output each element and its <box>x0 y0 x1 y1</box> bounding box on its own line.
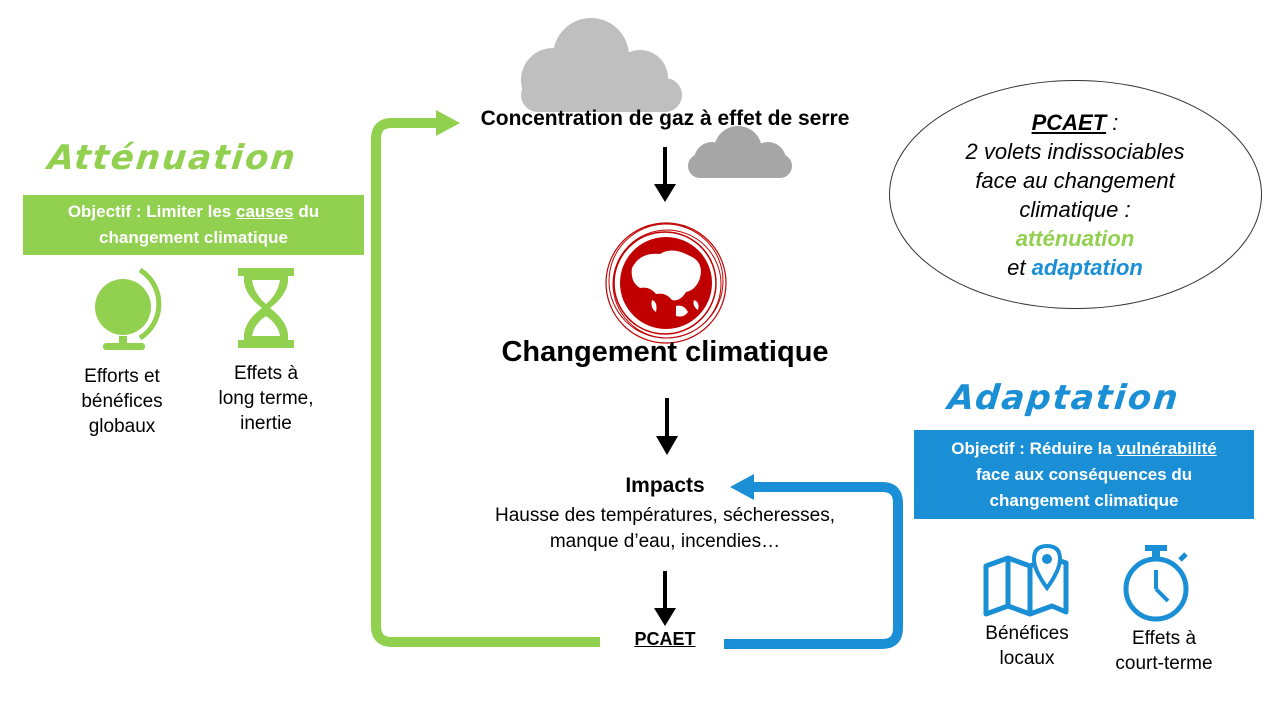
caption-line: Bénéfices <box>985 623 1069 644</box>
caption-line: inertie <box>240 413 292 434</box>
map-caption: Bénéfices locaux <box>957 621 1097 671</box>
objective-prefix: Objectif : Réduire la <box>951 439 1117 458</box>
ellipse-line: 2 volets indissociables <box>965 139 1185 164</box>
concentration-label: Concentration de gaz à effet de serre <box>480 107 850 130</box>
attenuation-arrowhead <box>436 110 460 136</box>
pcaet-ellipse <box>889 80 1262 309</box>
adaptation-objective-line1: Objectif : Réduire la vulnérabilité <box>914 436 1254 462</box>
attenuation-loop-arrow <box>371 118 600 647</box>
adaptation-objective-box: Objectif : Réduire la vulnérabilité face… <box>914 430 1254 519</box>
caption-line: locaux <box>999 648 1055 669</box>
impacts-line: Hausse des températures, sécheresses, <box>494 505 836 526</box>
objective-suffix: du <box>293 202 320 221</box>
attenuation-objective-line2: changement climatique <box>99 228 288 247</box>
ellipse-last-line: et adaptation <box>910 253 1240 282</box>
ellipse-attenuation: atténuation <box>1015 226 1135 251</box>
adaptation-arrowhead <box>730 474 754 500</box>
down-arrow-1 <box>654 147 676 202</box>
hourglass-icon <box>238 268 294 348</box>
pcaet-label: PCAET <box>634 629 696 649</box>
impacts-description: Hausse des températures, sécheresses, ma… <box>440 503 890 555</box>
impacts-line: manque d’eau, incendies… <box>549 531 781 552</box>
map-pin-icon <box>983 543 1069 617</box>
adaptation-heading: Adaptation <box>945 378 1182 418</box>
attenuation-heading: Atténuation <box>45 138 299 178</box>
cloud-large-icon <box>521 18 682 112</box>
caption-line: court-terme <box>1115 653 1213 674</box>
objective-underlined: causes <box>235 202 294 221</box>
down-arrow-3 <box>654 571 676 626</box>
impacts-title: Impacts <box>625 474 705 497</box>
caption-line: Effets à <box>233 363 299 384</box>
pcaet-ellipse-text: PCAET : 2 volets indissociables face au … <box>910 108 1240 282</box>
adaptation-loop-arrow <box>724 482 903 649</box>
cloud-small-icon <box>688 126 792 178</box>
attenuation-objective-box: Objectif : Limiter les causes du changem… <box>23 195 364 255</box>
adaptation-objective-line2: face aux conséquences du <box>975 465 1193 484</box>
hourglass-caption: Effets à long terme, inertie <box>196 361 336 436</box>
climate-globe-icon <box>605 222 727 344</box>
stopwatch-caption: Effets à court-terme <box>1094 626 1234 676</box>
caption-line: Efforts et <box>84 366 160 387</box>
changement-climatique-label: Changement climatique <box>501 336 829 368</box>
globe-icon <box>95 267 162 350</box>
caption-line: long terme, <box>218 388 314 409</box>
objective-underlined: vulnérabilité <box>1116 439 1217 458</box>
caption-line: globaux <box>88 416 156 437</box>
ellipse-colon: : <box>1106 110 1119 135</box>
attenuation-objective-line1: Objectif : Limiter les causes du <box>23 199 364 225</box>
ellipse-line: face au changement <box>975 168 1175 193</box>
caption-line: bénéfices <box>81 391 163 412</box>
ellipse-line: climatique : <box>1019 197 1131 222</box>
stopwatch-icon <box>1123 545 1189 622</box>
adaptation-objective-line3: changement climatique <box>989 491 1179 510</box>
objective-prefix: Objectif : Limiter les <box>67 202 236 221</box>
ellipse-et: et <box>1007 255 1032 280</box>
down-arrow-2 <box>656 398 678 455</box>
caption-line: Effets à <box>1131 628 1197 649</box>
ellipse-title-line: PCAET : <box>910 108 1240 137</box>
globe-caption: Efforts et bénéfices globaux <box>52 364 192 439</box>
ellipse-adaptation: adaptation <box>1031 255 1143 280</box>
ellipse-pcaet: PCAET <box>1031 110 1107 135</box>
